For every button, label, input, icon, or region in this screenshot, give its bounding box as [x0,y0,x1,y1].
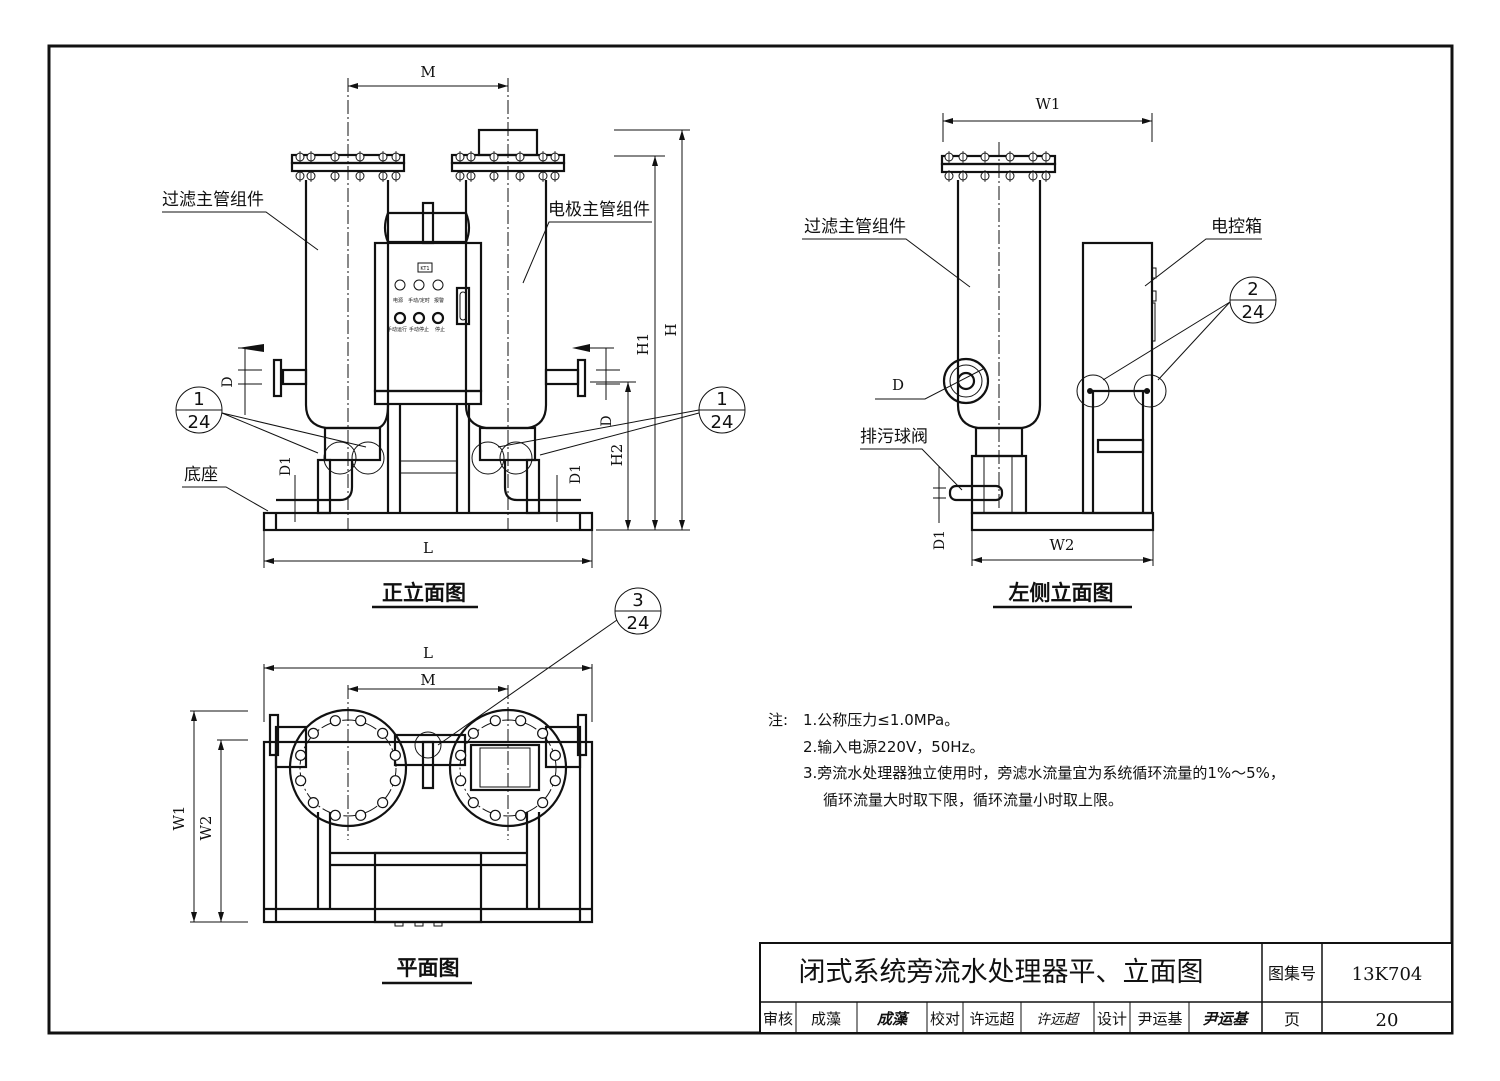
check-label: 校对 [930,1010,960,1028]
drawing-title: 闭式系统旁流水处理器平、立面图 [799,957,1204,988]
designer-name: 尹运基 [1137,1010,1182,1028]
dim-d1-label: D1 [568,464,584,484]
bolt [355,715,367,727]
reviewer-signature: 成藻 [876,1010,910,1028]
bolt [389,749,401,761]
svg-text:24: 24 [188,412,211,433]
bolt [307,727,319,739]
bolt [307,797,319,809]
panel-label: 手动停止 [409,326,429,333]
panel-label: 手动运行 [387,326,407,333]
bolt [355,809,367,821]
bolt [467,797,479,809]
svg-text:2: 2 [1247,279,1258,300]
side-elevation-caption: 左侧立面图 [1009,581,1114,605]
label-electrode-main-pipe: 电极主管组件 [548,200,650,220]
front-elevation: M KT1 电源 手动/定时 报警 手动运行 手动停止 停止 [162,63,746,609]
dim-h2-label: H2 [608,444,626,467]
svg-text:3: 3 [632,590,643,611]
detail-callout-3: 3 24 [437,587,662,746]
bolt [515,715,527,727]
title-block: 闭式系统旁流水处理器平、立面图 图集号 13K704 页 20 审核 成藻 成藻… [759,942,1453,1034]
dim-d-label: D [599,415,615,426]
dim-l-label: L [423,644,433,662]
page-label: 页 [1284,1010,1300,1029]
atlas-label: 图集号 [1268,964,1316,983]
label-filter-main-pipe: 过滤主管组件 [804,217,906,237]
bolt [537,797,549,809]
bolt [377,797,389,809]
label-drain-ball-valve: 排污球阀 [860,427,928,447]
detail-callout-2: 2 24 [1102,276,1277,381]
atlas-number: 13K704 [1352,964,1423,985]
bolt [549,775,561,787]
bolt [389,775,401,787]
dim-h1-label: H1 [634,333,652,356]
dim-d1-label: D1 [278,456,294,476]
panel-label: 停止 [435,326,445,333]
bolt [515,809,527,821]
dim-m-label: M [420,671,435,689]
bolt [455,775,467,787]
label-filter-main-pipe: 过滤主管组件 [162,190,264,210]
bolt [455,749,467,761]
bolt-ring [295,715,401,821]
svg-text:24: 24 [711,412,734,433]
bolt [329,715,341,727]
bolt [489,715,501,727]
svg-text:24: 24 [627,613,650,634]
note-item: 1.公称压力≤1.0MPa。 [803,711,959,729]
bolt [489,809,501,821]
sheet-frame [47,44,1454,1035]
note-item: 2.输入电源220V，50Hz。 [803,738,984,756]
dim-d-label: D [892,376,904,394]
dim-m-label: M [420,63,435,81]
bolt-ring [455,715,561,821]
dim-h-label: H [662,323,680,336]
plan-view-caption: 平面图 [397,956,460,980]
dim-w1-label: W1 [170,806,188,831]
page-number: 20 [1376,1010,1399,1031]
note-item: 循环流量大时取下限，循环流量小时取上限。 [823,791,1123,809]
design-label: 设计 [1097,1010,1127,1028]
panel-label: 手动/定时 [408,297,430,304]
notes-prefix: 注: [768,711,788,729]
front-elevation-caption: 正立面图 [382,581,466,605]
plan-view: L M [170,587,662,985]
designer-signature: 尹运基 [1202,1010,1249,1028]
reviewer-name: 成藻 [811,1010,841,1028]
review-label: 审核 [763,1010,793,1028]
svg-text:24: 24 [1242,302,1265,323]
detail-callout-1-right: 1 24 [497,386,746,456]
notes: 注: 1.公称压力≤1.0MPa。 2.输入电源220V，50Hz。 3.旁流水… [768,711,1285,809]
label-control-box: 电控箱 [1211,217,1262,237]
bolt [295,775,307,787]
svg-text:1: 1 [193,389,204,410]
dim-w1-label: W1 [1036,95,1061,113]
checker-signature: 许远超 [1036,1012,1080,1028]
dim-l-label: L [423,539,433,557]
checker-name: 许远超 [969,1010,1014,1028]
panel-label: 电源 [393,297,403,304]
label-base: 底座 [184,465,218,485]
dim-w2-label: W2 [197,816,215,841]
svg-text:1: 1 [716,389,727,410]
detail-callout-1-left: 1 24 [175,386,367,454]
bolt [537,727,549,739]
dim-d-label: D [220,376,236,387]
dim-w2-label: W2 [1050,536,1075,554]
dim-d1-label: D1 [932,530,948,550]
bolt [295,749,307,761]
note-item: 3.旁流水处理器独立使用时，旁滤水流量宜为系统循环流量的1%～5%， [803,764,1285,782]
bolt [467,727,479,739]
side-elevation: W1 2 [802,95,1277,609]
panel-label: 报警 [434,297,444,304]
bolt [377,727,389,739]
bolt [329,809,341,821]
panel-tag: KT1 [420,266,429,272]
bolt [549,749,561,761]
